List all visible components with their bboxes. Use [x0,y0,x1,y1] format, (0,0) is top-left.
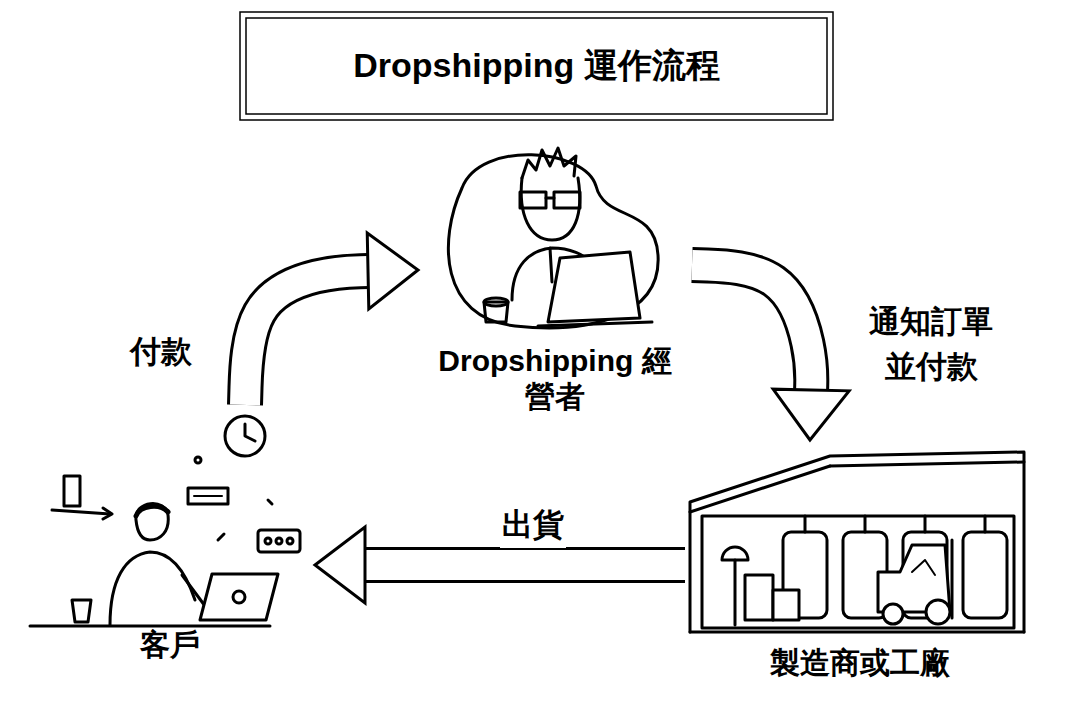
arrow-head [773,389,849,440]
customer-figure [52,510,110,514]
customer-figure [225,416,265,456]
factory-figure [722,547,748,560]
customer-figure [136,504,168,540]
title-box: Dropshipping 運作流程 [240,12,833,120]
arrow-outline [245,271,368,405]
customer-node: 客戶 [25,405,315,671]
operator-figure [548,252,640,322]
factory-figure [690,466,830,512]
factory-figure [690,452,1024,632]
factory-figure [690,631,1024,634]
edge-label: 付款 [128,330,194,375]
arrow-body [245,271,368,405]
operator-figure [448,148,658,328]
customer-figure [72,600,91,622]
factory-figure [924,516,927,532]
node-label: 客戶 [140,627,200,663]
factory-figure [773,590,799,620]
customer-figure [200,574,278,620]
customer-figure [218,534,224,540]
customer-figure [188,488,228,504]
operator-figure [554,192,580,208]
customer-figure [110,552,195,625]
arrow-body [692,265,811,390]
customer-figure [30,625,270,628]
title-frame [246,18,827,114]
operator-figure [550,248,552,282]
customer-figure [195,457,201,463]
factory-figure [690,452,1024,632]
customer-figure [287,538,293,544]
arrow-head [315,527,365,603]
title-text: Dropshipping 運作流程 [353,43,719,89]
factory-figure [963,532,1007,618]
factory-figure [912,560,935,575]
customer-figure [268,500,272,504]
edge-label: 出貨 [500,503,566,548]
factory-figure [864,516,867,532]
factory-figure [745,575,773,620]
arrow-outline [365,547,685,583]
factory-figure [734,560,737,625]
edge-label: 通知訂單 並付款 [858,300,1005,390]
node-label: Dropshipping 經營者 [430,343,680,415]
operator-figure [522,148,576,178]
customer-figure [30,416,300,626]
customer-figure [276,538,282,544]
title-frame [240,12,833,120]
node-label: 製造商或工廠 [770,645,950,681]
factory-figure [830,462,1024,466]
operator-figure [448,155,658,328]
operator-node: Dropshipping 經營者 [418,140,692,423]
factory-figure [883,604,903,624]
factory-figure [702,516,1014,628]
flow-arrow [692,265,849,440]
customer-figure [194,495,222,497]
customer-figure [103,508,112,519]
title-frame [240,12,833,120]
operator-figure [520,192,546,208]
customer-figure [64,476,80,506]
arrow-body [365,550,685,580]
customer-figure [245,424,255,441]
customer-figure [233,591,245,603]
operator-figure [484,298,508,306]
customer-figure [265,538,271,544]
factory-figure [926,600,950,624]
operator-figure [538,322,652,326]
customer-figure [258,530,300,552]
arrow-outline [692,265,811,390]
customer-figure [136,506,168,516]
arrow-head [367,233,418,309]
factory-figure [984,516,987,532]
factory-node: 製造商或工廠 [685,440,1035,689]
flow-arrow [245,233,418,405]
operator-figure [546,197,554,200]
factory-figure [804,516,807,532]
factory-figure [951,540,954,618]
